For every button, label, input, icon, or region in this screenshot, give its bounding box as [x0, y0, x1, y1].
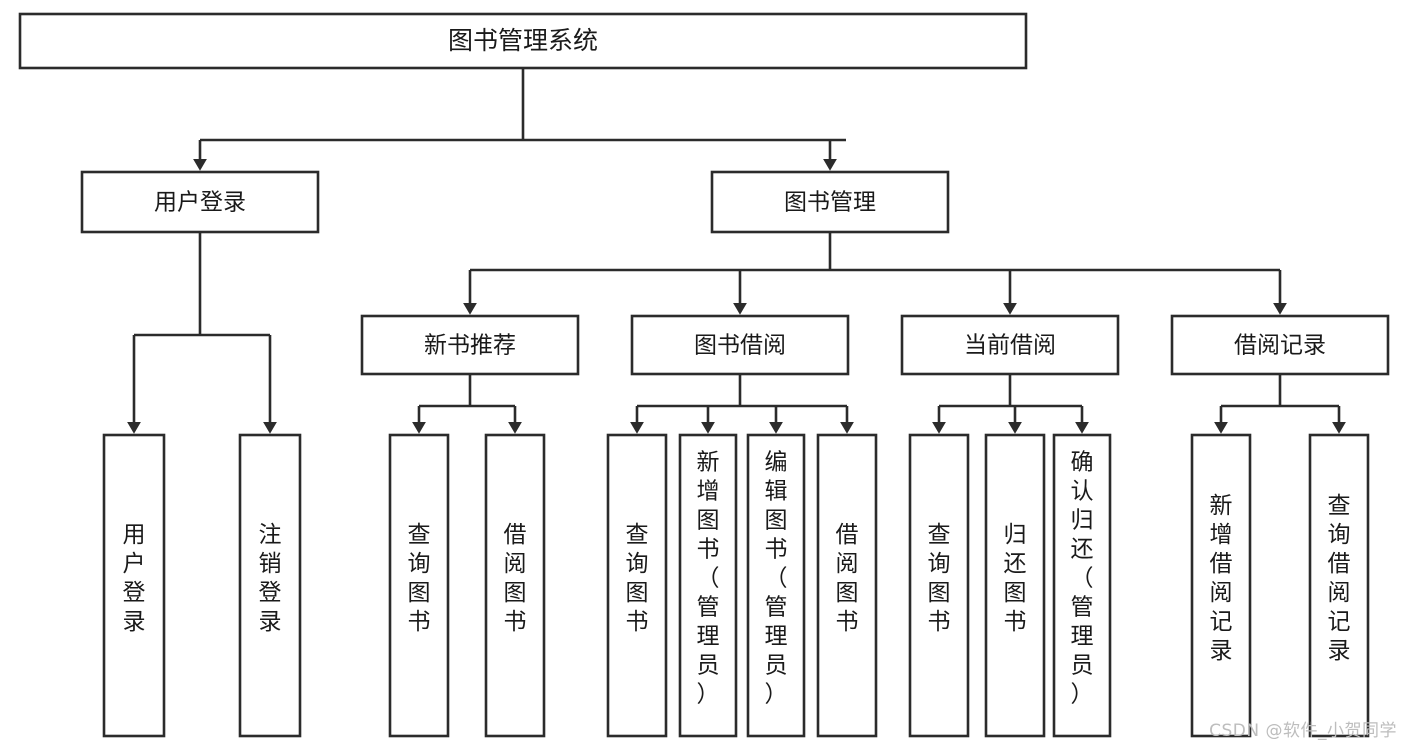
- node-user-login-box[interactable]: [80, 170, 320, 234]
- node-root-label: 图书管理系统: [448, 26, 598, 55]
- node-book-manage-label: 图书管理: [784, 190, 876, 216]
- node-leaf-query-book-rec-label: 查询图书: [408, 522, 431, 635]
- node-leaf-borrow-book-box[interactable]: [816, 433, 878, 738]
- csdn-watermark: CSDN @软件_小贺同学: [1209, 721, 1397, 741]
- node-leaf-user-login[interactable]: 用户登录: [102, 433, 166, 738]
- node-root[interactable]: 图书管理系统: [18, 12, 1028, 70]
- node-leaf-edit-book[interactable]: 编辑图书（管理员）: [746, 433, 806, 738]
- node-leaf-query-book-rec-box[interactable]: [388, 433, 450, 738]
- node-leaf-borrow-book-label: 借阅图书: [836, 522, 859, 635]
- node-leaf-edit-book-label: 编辑图书（管理员）: [765, 450, 788, 708]
- node-borrow-record[interactable]: 借阅记录: [1170, 314, 1390, 376]
- node-leaf-query-record[interactable]: 查询借阅记录: [1308, 433, 1370, 738]
- node-book-manage-box[interactable]: [710, 170, 950, 234]
- connectors: [127, 68, 1346, 434]
- node-leaf-query-book-borrow-label: 查询图书: [626, 522, 649, 635]
- node-leaf-return-book-box[interactable]: [984, 433, 1046, 738]
- node-leaf-add-book-label: 新增图书（管理员）: [697, 450, 720, 708]
- node-leaf-query-book-borrow-box[interactable]: [606, 433, 668, 738]
- node-leaf-logout-label: 注销登录: [259, 522, 282, 635]
- node-book-borrow[interactable]: 图书借阅: [630, 314, 850, 376]
- node-leaf-borrow-book[interactable]: 借阅图书: [816, 433, 878, 738]
- node-root-box[interactable]: [18, 12, 1028, 70]
- node-current-borrow[interactable]: 当前借阅: [900, 314, 1120, 376]
- node-leaf-edit-book-box[interactable]: [746, 433, 806, 738]
- node-new-book-recommend[interactable]: 新书推荐: [360, 314, 580, 376]
- node-user-login[interactable]: 用户登录: [80, 170, 320, 234]
- node-leaf-add-book[interactable]: 新增图书（管理员）: [678, 433, 738, 738]
- node-leaf-query-book-cur[interactable]: 查询图书: [908, 433, 970, 738]
- node-leaf-add-record-label: 新增借阅记录: [1210, 493, 1233, 664]
- node-current-borrow-box[interactable]: [900, 314, 1120, 376]
- node-current-borrow-label: 当前借阅: [964, 333, 1056, 359]
- node-leaf-return-book[interactable]: 归还图书: [984, 433, 1046, 738]
- leaf-nodes-layer: 用户登录 注销登录 查询图书 借阅图书 查询图书 新增图书（管理员） 编辑图书（管理员） 借阅…: [102, 433, 1370, 738]
- node-leaf-user-login-label: 用户登录: [123, 522, 146, 635]
- node-leaf-user-login-box[interactable]: [102, 433, 166, 738]
- node-leaf-query-book-cur-label: 查询图书: [928, 522, 951, 635]
- node-leaf-borrow-book-rec-label: 借阅图书: [504, 522, 527, 635]
- node-leaf-add-record-box[interactable]: [1190, 433, 1252, 738]
- node-leaf-logout-box[interactable]: [238, 433, 302, 738]
- node-leaf-borrow-book-rec-box[interactable]: [484, 433, 546, 738]
- node-leaf-confirm-return-box[interactable]: [1052, 433, 1112, 738]
- node-leaf-query-record-label: 查询借阅记录: [1328, 493, 1351, 664]
- node-borrow-record-label: 借阅记录: [1234, 333, 1326, 359]
- node-leaf-query-book-cur-box[interactable]: [908, 433, 970, 738]
- node-book-manage[interactable]: 图书管理: [710, 170, 950, 234]
- node-book-borrow-box[interactable]: [630, 314, 850, 376]
- node-leaf-return-book-label: 归还图书: [1004, 522, 1027, 635]
- node-new-book-recommend-box[interactable]: [360, 314, 580, 376]
- node-leaf-query-record-box[interactable]: [1308, 433, 1370, 738]
- node-leaf-query-book-rec[interactable]: 查询图书: [388, 433, 450, 738]
- node-leaf-add-record[interactable]: 新增借阅记录: [1190, 433, 1252, 738]
- node-leaf-confirm-return-label: 确认归还（管理员）: [1071, 450, 1094, 708]
- node-leaf-add-book-box[interactable]: [678, 433, 738, 738]
- node-leaf-confirm-return[interactable]: 确认归还（管理员）: [1052, 433, 1112, 738]
- node-book-borrow-label: 图书借阅: [694, 333, 786, 359]
- node-borrow-record-box[interactable]: [1170, 314, 1390, 376]
- node-new-book-recommend-label: 新书推荐: [424, 333, 516, 359]
- node-leaf-query-book-borrow[interactable]: 查询图书: [606, 433, 668, 738]
- node-leaf-borrow-book-rec[interactable]: 借阅图书: [484, 433, 546, 738]
- node-user-login-label: 用户登录: [154, 190, 246, 216]
- node-leaf-logout[interactable]: 注销登录: [238, 433, 302, 738]
